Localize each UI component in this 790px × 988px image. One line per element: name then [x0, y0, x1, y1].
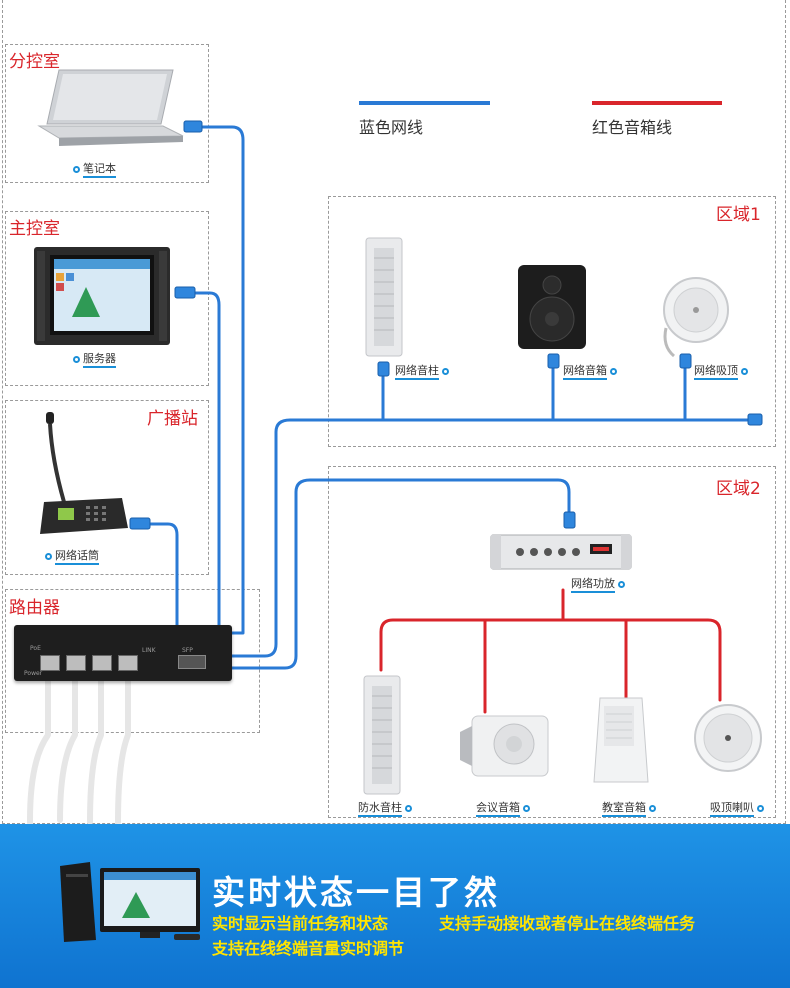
laptop-caption: 笔记本 — [70, 160, 116, 178]
rj45-plug-column — [377, 361, 390, 377]
red-cable-bus — [379, 618, 722, 702]
laptop-image — [37, 69, 184, 146]
microphone-caption: 网络话筒 — [42, 547, 99, 565]
legend-red-label: 红色音箱线 — [592, 118, 673, 137]
rj45-plug-server — [174, 286, 196, 299]
bullet-icon — [610, 367, 617, 375]
bullet-icon — [405, 804, 412, 812]
router-port-2 — [66, 655, 86, 671]
bullet-icon — [649, 804, 656, 812]
network-speaker-caption: 网络音箱 — [563, 362, 620, 380]
banner-feature-2: 支持手动接收或者停止在线终端任务 — [439, 914, 696, 933]
server-image — [34, 247, 170, 345]
router-power-label: Power — [24, 670, 43, 677]
router-port-4 — [118, 655, 138, 671]
bullet-icon — [73, 355, 80, 363]
bullet-icon — [523, 804, 530, 812]
broadcast-room-label: 广播站 — [147, 409, 198, 429]
ceiling-speaker-image — [663, 277, 729, 358]
zone1-label: 区域1 — [716, 205, 761, 225]
rj45-plug-ceiling — [679, 353, 692, 369]
blue-cable-zone1 — [228, 418, 757, 658]
column-speaker-caption: 网络音柱 — [395, 362, 452, 380]
bullet-icon — [741, 367, 748, 375]
blue-cable-zone2 — [228, 478, 571, 670]
outer-frame — [2, 0, 786, 824]
desktop-pc-image — [60, 862, 200, 942]
zone2-label: 区域2 — [716, 479, 761, 499]
amplifier-image — [490, 534, 632, 570]
gray-cable-4 — [115, 677, 131, 825]
gray-cable-3 — [87, 677, 104, 825]
ceiling-horn-caption: 吸顶喇叭 — [710, 799, 767, 817]
router-port-3 — [92, 655, 112, 671]
router-link-label: LINK — [142, 647, 156, 654]
classroom-speaker-image — [593, 697, 649, 783]
sub-control-room-label: 分控室 — [9, 52, 60, 72]
legend-red-line — [592, 101, 722, 105]
banner-feature-3: 支持在线终端音量实时调节 — [212, 939, 405, 958]
blue-cable-mic — [148, 522, 179, 628]
server-caption: 服务器 — [70, 350, 116, 368]
ceiling-horn-image — [694, 704, 762, 772]
gray-cable-2 — [57, 677, 78, 823]
router-room-label: 路由器 — [9, 598, 60, 618]
bullet-icon — [442, 367, 449, 375]
microphone-image — [40, 412, 128, 534]
bullet-icon — [618, 580, 625, 588]
router-device: PoE Power LINK SFP — [14, 625, 232, 681]
bullet-icon — [757, 804, 764, 812]
waterproof-column-image — [363, 675, 401, 795]
zone1-box — [328, 196, 776, 447]
meeting-speaker-caption: 会议音箱 — [476, 799, 533, 817]
router-sfp-port — [178, 655, 206, 669]
rj45-plug-speaker — [547, 353, 560, 369]
router-port-1 — [40, 655, 60, 671]
banner-feature-1: 实时显示当前任务和状态 — [212, 914, 389, 933]
router-poe-label: PoE — [30, 645, 41, 652]
ceiling-speaker-caption: 网络吸顶 — [694, 362, 751, 380]
rj45-plug-amp — [563, 511, 576, 529]
broadcast-room-box — [5, 400, 209, 575]
network-speaker-image — [518, 265, 586, 349]
sub-control-room-box — [5, 44, 209, 183]
classroom-speaker-caption: 教室音箱 — [602, 799, 659, 817]
router-sfp-label: SFP — [182, 647, 193, 654]
bullet-icon — [45, 552, 52, 560]
column-speaker-image — [365, 237, 403, 357]
blue-cable-server — [193, 291, 221, 635]
bullet-icon — [73, 165, 80, 173]
router-room-box — [5, 589, 260, 733]
banner-title: 实时状态一目了然 — [212, 873, 500, 912]
meeting-speaker-image — [460, 715, 549, 777]
legend-blue-line — [359, 101, 490, 105]
legend-blue-label: 蓝色网线 — [359, 118, 424, 137]
amplifier-caption: 网络功放 — [571, 575, 628, 593]
rj45-plug-mic — [129, 517, 151, 530]
rj45-plug-zone1-end — [747, 413, 763, 426]
main-control-room-label: 主控室 — [9, 219, 60, 239]
blue-cable-laptop — [198, 125, 245, 635]
zone2-box — [328, 466, 776, 818]
main-control-room-box — [5, 211, 209, 386]
waterproof-column-caption: 防水音柱 — [358, 799, 415, 817]
rj45-plug-laptop — [183, 120, 203, 133]
